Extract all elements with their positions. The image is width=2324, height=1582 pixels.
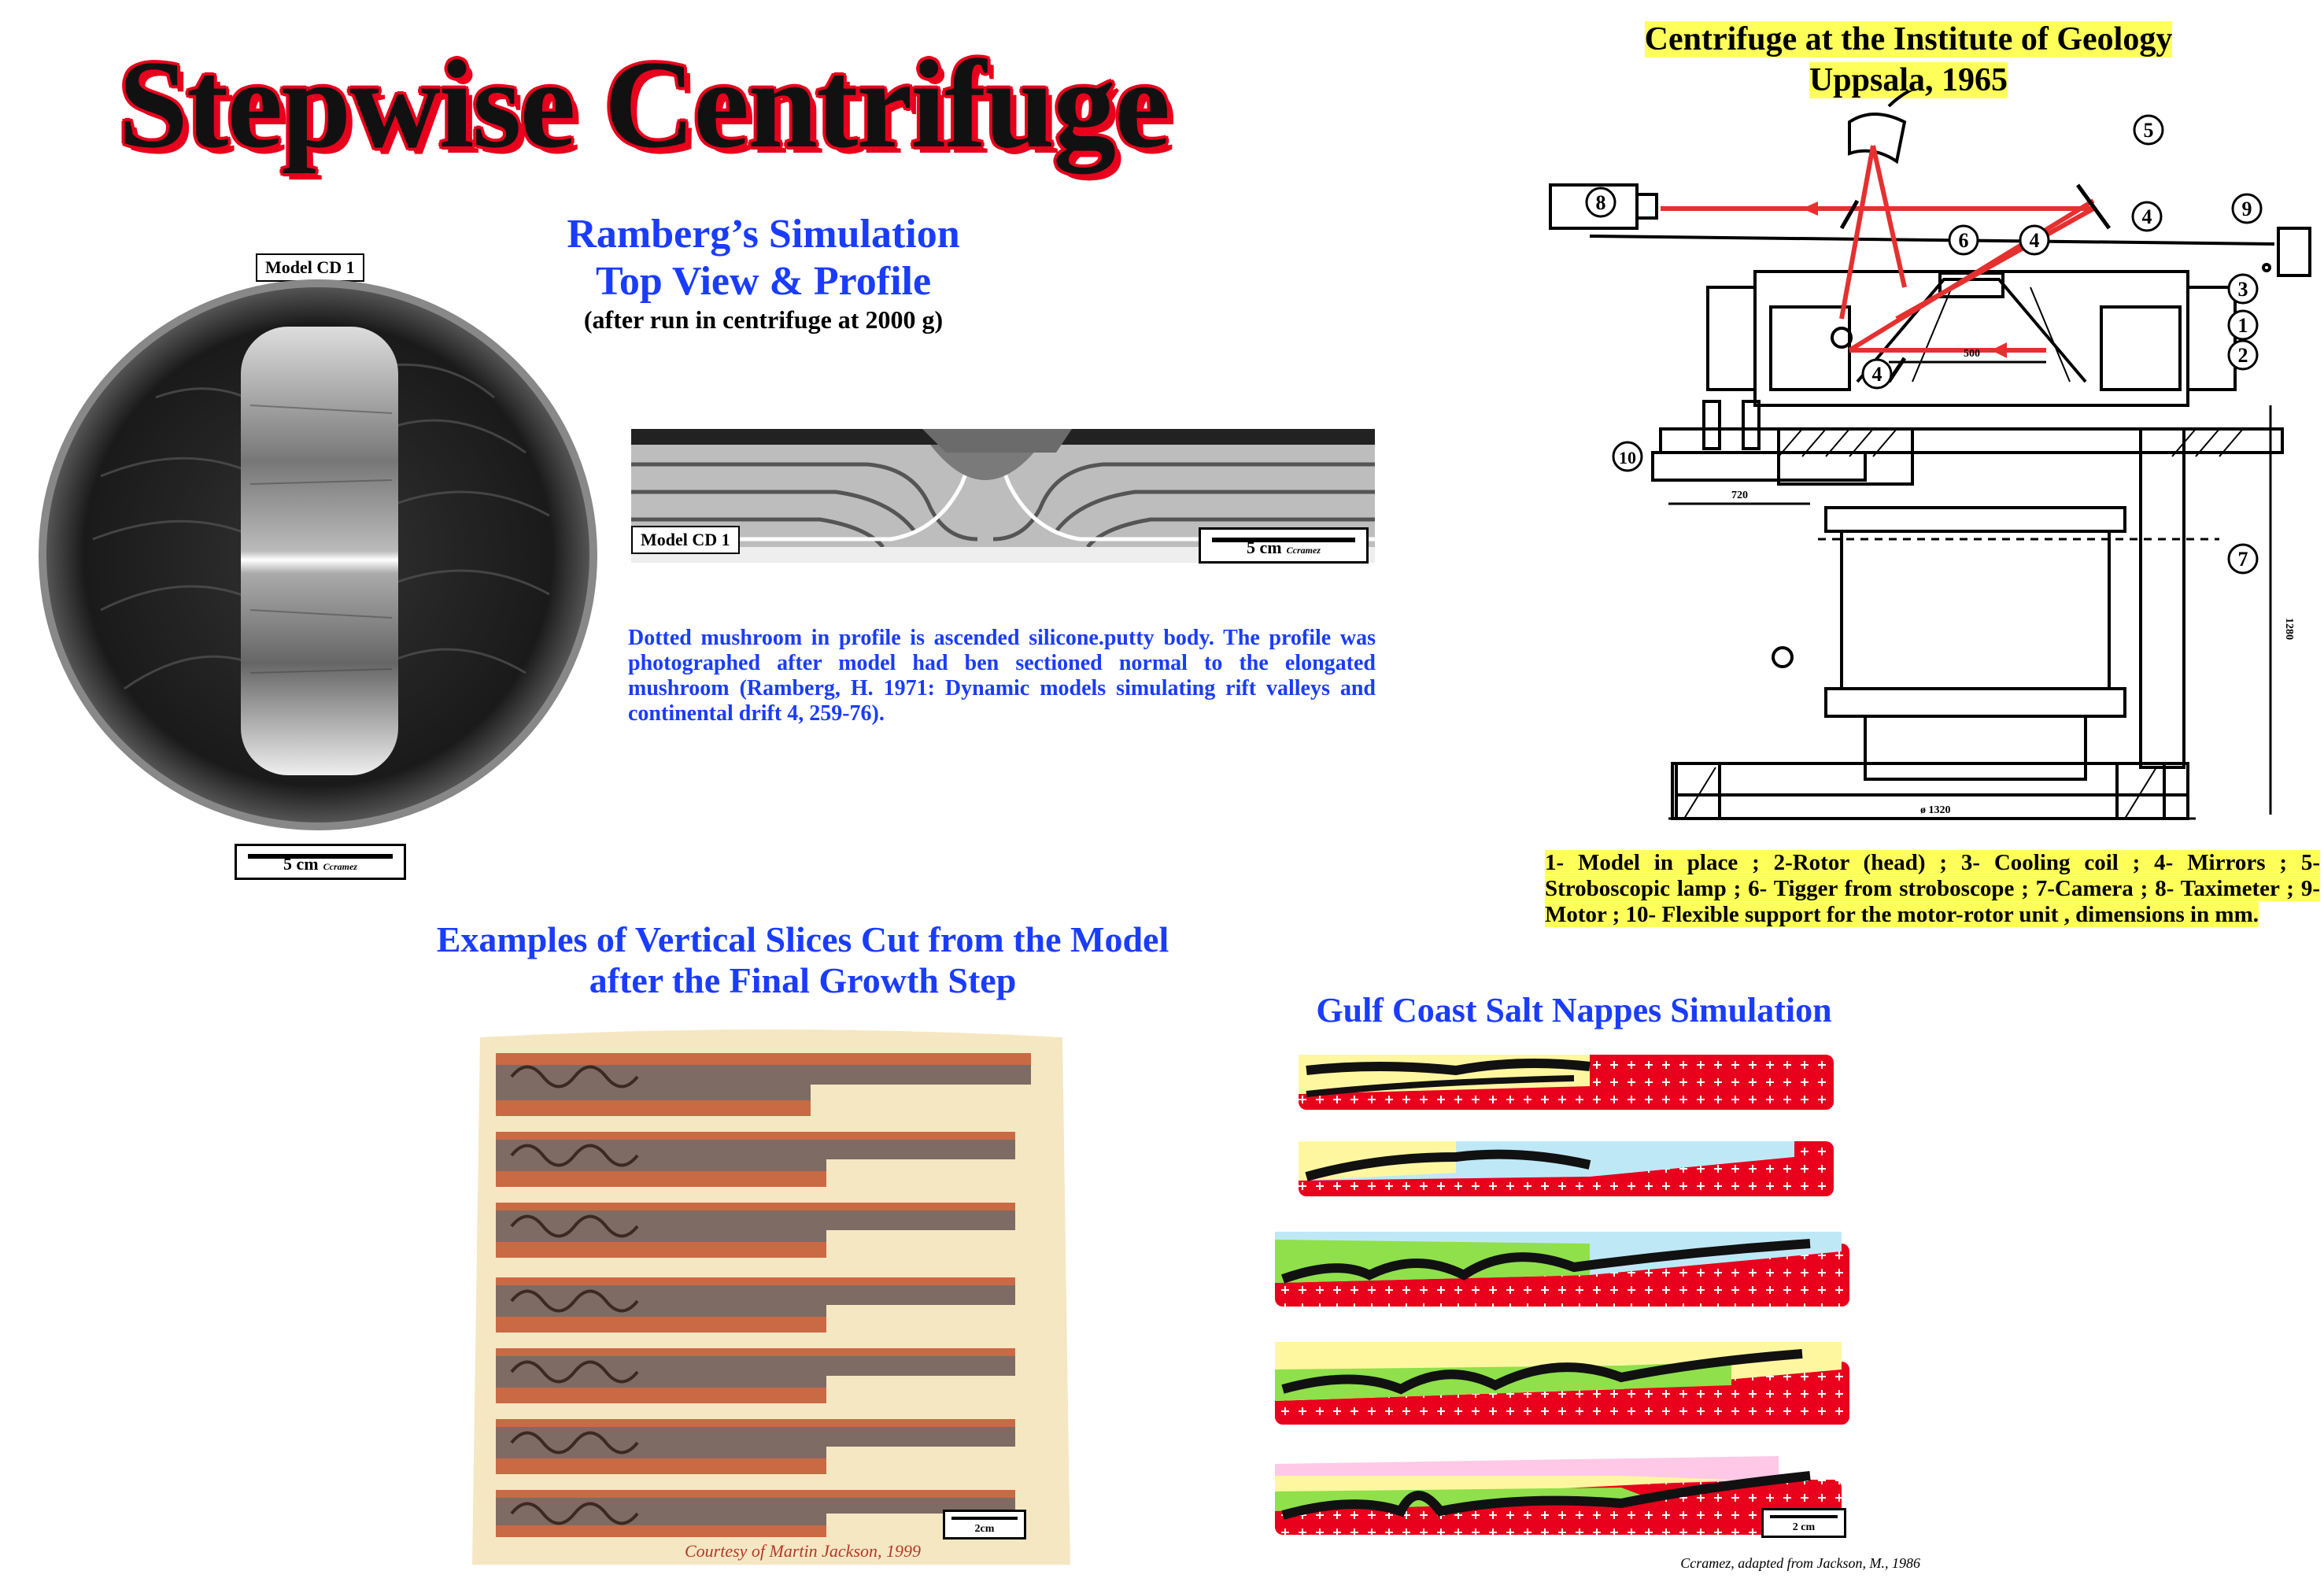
topview-disk-image <box>39 279 597 830</box>
profile-scale-bar: 5 cm Ccramez <box>1199 527 1369 564</box>
centrifuge-diagram: 500 720 1280 ø 1320 8 9 5 4 6 4 3 1 2 4 … <box>1549 91 2311 820</box>
callout-4-upper: 4 <box>2142 205 2152 228</box>
gulf-scale-bar: 2 cm <box>1761 1508 1846 1538</box>
slices-heading-line1: Examples of Vertical Slices Cut from the… <box>436 919 1169 959</box>
gulf-scale-text: 2 cm <box>1792 1521 1816 1533</box>
gulf-panel-1 <box>1299 1055 1834 1110</box>
topview-model-label: Model CD 1 <box>256 253 364 282</box>
gulf-panel-3 <box>1275 1232 1849 1307</box>
gulf-panel-2 <box>1299 1141 1834 1196</box>
callout-9: 7 <box>2238 548 2248 571</box>
profile-credit: Ccramez <box>1286 545 1321 556</box>
callout-2: 2 <box>2238 344 2248 367</box>
slices-scale-bar: 2cm <box>943 1510 1026 1539</box>
dimension-1320: ø 1320 <box>1920 804 1951 816</box>
callout-6: 6 <box>1959 229 1969 252</box>
centrifuge-legend-text: 1- Model in place ; 2-Rotor (head) ; 3- … <box>1545 850 2320 927</box>
topview-scale-bar: 5 cm Ccramez <box>235 844 406 880</box>
callout-3: 3 <box>2238 278 2248 301</box>
topview-scale-text: 5 cm <box>283 854 319 874</box>
callout-4-lower: 4 <box>1872 363 1882 386</box>
page-title: Stepwise Centrifuge <box>118 34 1170 174</box>
dimension-500: 500 <box>1964 348 1980 360</box>
ramberg-heading: Ramberg’s Simulation Top View & Profile <box>504 211 1023 305</box>
gulf-panel-5 <box>1275 1456 1842 1535</box>
slices-image <box>472 1029 1070 1565</box>
ramberg-subheading: (after run in centrifuge at 2000 g) <box>583 305 944 334</box>
callout-1: 1 <box>2238 314 2248 337</box>
ramberg-heading-line2: Top View & Profile <box>595 259 932 304</box>
centrifuge-heading: Centrifuge at the Institute of Geology U… <box>1495 19 2322 101</box>
gulf-heading: Gulf Coast Salt Nappes Simulation <box>1316 991 1832 1029</box>
slices-heading-line2: after the Final Growth Step <box>589 960 1017 1000</box>
callout-10: 10 <box>1619 448 1636 468</box>
gulf-panel-4 <box>1275 1342 1849 1425</box>
slices-scale-text: 2cm <box>974 1523 995 1535</box>
callout-7: 8 <box>1596 191 1606 214</box>
slices-credit: Courtesy of Martin Jackson, 1999 <box>684 1541 922 1561</box>
topview-credit: Ccramez <box>323 861 357 872</box>
dimension-1280: 1280 <box>2283 618 2295 640</box>
dimension-720: 720 <box>1731 490 1748 501</box>
ramberg-heading-line1: Ramberg’s Simulation <box>567 212 960 257</box>
slices-heading: Examples of Vertical Slices Cut from the… <box>331 919 1275 1001</box>
centrifuge-heading-line1: Centrifuge at the Institute of Geology <box>1644 21 2173 57</box>
callout-5: 5 <box>2144 119 2154 142</box>
callout-4-middle: 4 <box>2030 229 2040 252</box>
callout-8: 9 <box>2242 198 2252 220</box>
gulf-credit: Ccramez, adapted from Jackson, M., 1986 <box>1680 1555 1920 1571</box>
profile-model-label: Model CD 1 <box>631 526 740 554</box>
gulf-panels <box>1275 1055 1849 1535</box>
profile-scale-text: 5 cm <box>1247 538 1282 557</box>
ramberg-caption: Dotted mushroom in profile is ascended s… <box>628 626 1376 726</box>
centrifuge-legend: 1- Model in place ; 2-Rotor (head) ; 3- … <box>1545 850 2320 928</box>
